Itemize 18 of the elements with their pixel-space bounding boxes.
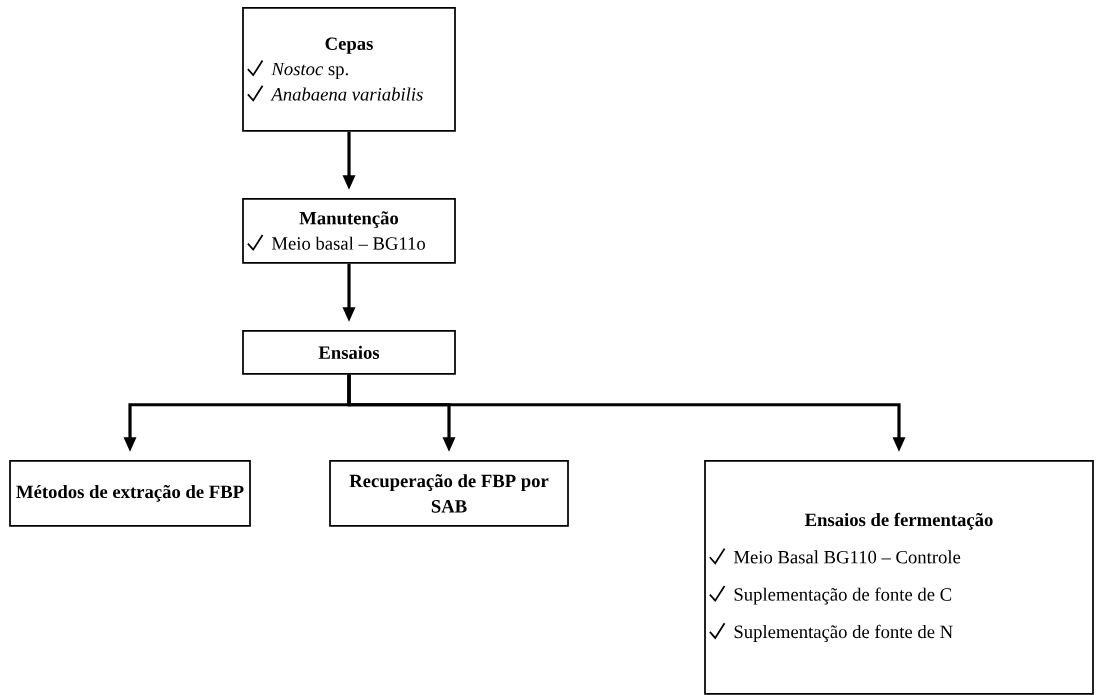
box-heading: Manutenção bbox=[299, 211, 399, 229]
process-box bbox=[242, 7, 456, 132]
list-item: Anabaena variabilis bbox=[270, 87, 423, 101]
process-box bbox=[704, 460, 1094, 695]
box-heading: Ensaios bbox=[318, 345, 380, 359]
list-item: Suplementação de fonte de C bbox=[734, 587, 952, 605]
box-heading: Ensaios de fermentação bbox=[804, 512, 993, 530]
list-item: Meio Basal BG110 – Controle bbox=[733, 550, 961, 564]
process-box bbox=[329, 460, 569, 527]
box-heading: Cepas bbox=[325, 37, 373, 54]
list-item: Nostoc sp. bbox=[271, 62, 348, 80]
list-item: Meio basal – BG11o bbox=[271, 236, 425, 250]
list-item: Suplementação de fonte de N bbox=[734, 624, 953, 642]
box-heading: Métodos de extração de FBP bbox=[16, 484, 244, 502]
process-box bbox=[242, 330, 456, 375]
box-heading: Recuperação de FBP por SAB bbox=[349, 474, 549, 513]
process-box bbox=[9, 460, 251, 527]
process-box bbox=[242, 198, 456, 264]
